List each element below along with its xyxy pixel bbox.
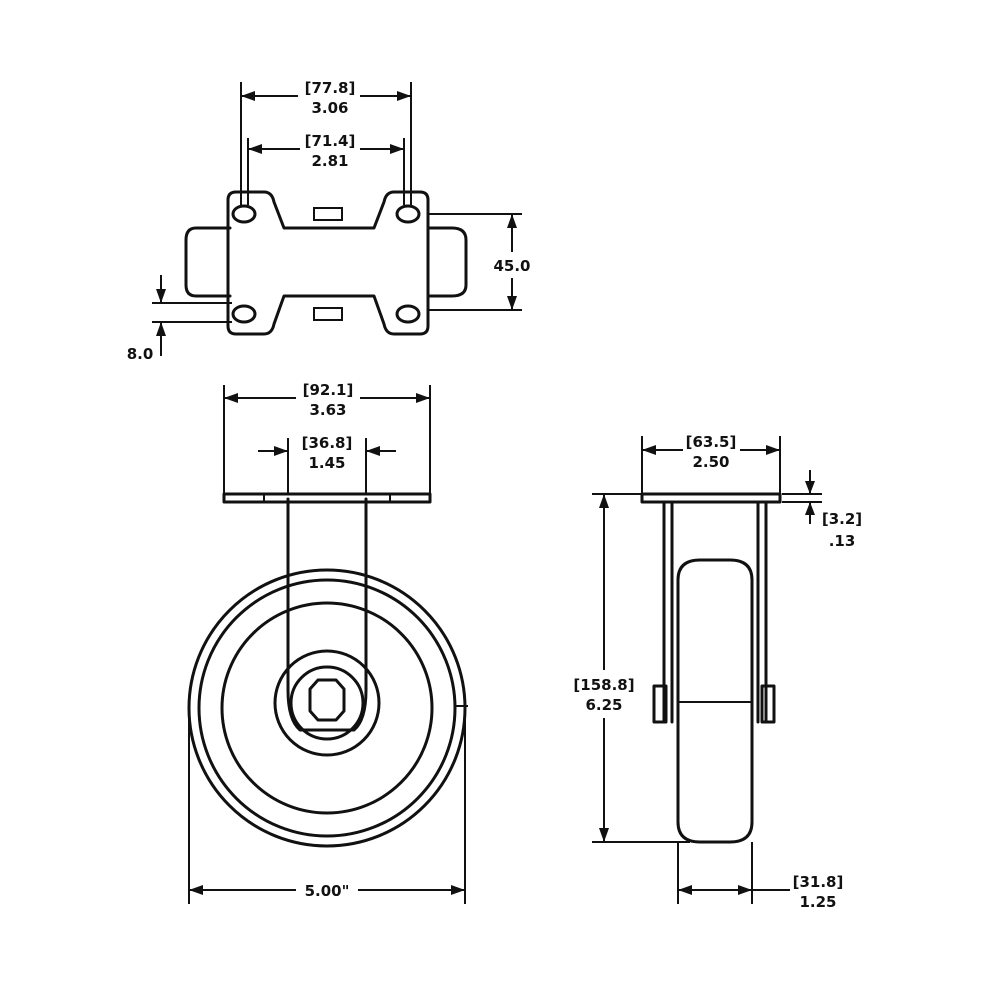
dim-wheel-diameter: 5.00"	[188, 715, 466, 904]
dim-wheel-width-mm: [31.8]	[793, 873, 844, 891]
bolt-slot-top-right	[395, 204, 421, 224]
dim-wheel-diameter-value: 5.00"	[305, 882, 350, 900]
dim-slot-width-value: 8.0	[127, 345, 154, 363]
front-wheel-outer	[187, 568, 467, 848]
dim-leg-spacing: [36.8] 1.45	[258, 434, 396, 494]
dim-plate-thickness-mm: [3.2]	[822, 510, 862, 528]
dim-bolt-spacing-in: 2.81	[311, 152, 348, 170]
dim-overall-height: [158.8] 6.25	[573, 493, 690, 843]
axle-nut-bottom	[313, 307, 343, 321]
dim-leg-spacing-mm: [36.8]	[302, 434, 353, 452]
dim-plate-width-mm: [92.1]	[303, 381, 354, 399]
front-view: [92.1] 3.63 [36.8] 1.45 5.00"	[187, 381, 468, 904]
dim-overall-width-mm: [77.8]	[305, 79, 356, 97]
front-wheel-hub-rim	[220, 601, 434, 815]
bolt-slot-top-left	[231, 204, 257, 224]
dim-overall-height-mm: [158.8]	[573, 676, 634, 694]
front-wheel-tread-line	[197, 578, 457, 838]
dim-plate-height: 45.0	[428, 213, 531, 311]
dim-overall-width-in: 3.06	[311, 99, 348, 117]
side-axle-nut-left	[652, 684, 668, 724]
dim-overall-height-in: 6.25	[585, 696, 622, 714]
dim-wheel-width-in: 1.25	[799, 893, 836, 911]
dim-bolt-spacing-mm: [71.4]	[305, 132, 356, 150]
dim-plate-width: [92.1] 3.63	[223, 381, 431, 494]
dim-plate-width-in: 3.63	[309, 401, 346, 419]
dim-overall-width: [77.8] 3.06	[240, 79, 412, 205]
front-hub-boss	[273, 649, 381, 757]
fork-leg	[286, 497, 368, 732]
top-view: [77.8] 3.06 [71.4] 2.81 45.0	[127, 79, 531, 363]
dim-plate-depth: [63.5] 2.50	[641, 433, 781, 494]
top-view-wheel-left	[184, 226, 232, 298]
side-wheel	[676, 558, 754, 844]
side-mounting-plate	[640, 492, 782, 504]
dim-bolt-spacing: [71.4] 2.81	[247, 132, 405, 205]
side-axle-nut-right	[760, 684, 776, 724]
dim-wheel-width: [31.8] 1.25	[677, 842, 844, 911]
dim-plate-depth-in: 2.50	[692, 453, 729, 471]
side-view: [63.5] 2.50 [3.2] .13 [158.8] 6.25	[573, 433, 862, 911]
bolt-slot-bottom-left	[231, 304, 257, 324]
dim-plate-thickness-in: .13	[829, 532, 856, 550]
front-hub-inner	[289, 665, 365, 741]
dim-plate-thickness: [3.2] .13	[782, 470, 862, 550]
front-mounting-plate	[222, 492, 432, 504]
dim-plate-height-value: 45.0	[493, 257, 530, 275]
top-view-wheel-right	[426, 226, 468, 298]
dim-leg-spacing-in: 1.45	[308, 454, 345, 472]
dim-plate-depth-mm: [63.5]	[686, 433, 737, 451]
top-plate-outline	[226, 190, 430, 336]
dim-slot-width: 8.0	[127, 275, 232, 363]
axle-nut-top	[313, 207, 343, 221]
bolt-slot-bottom-right	[395, 304, 421, 324]
axle-nut-hex	[308, 678, 346, 722]
